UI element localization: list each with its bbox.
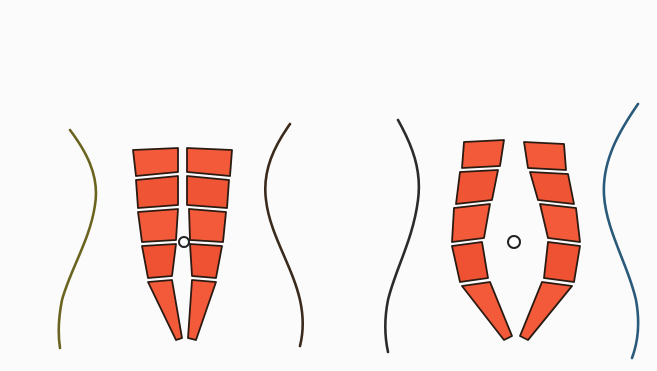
muscle-segment <box>452 242 488 282</box>
muscle-segment <box>187 148 232 176</box>
muscle-segment <box>188 280 216 340</box>
muscle-segment <box>452 204 490 242</box>
muscle-segment <box>138 209 178 242</box>
muscle-segment <box>190 244 222 278</box>
muscle-segment <box>189 209 226 242</box>
right-figure-right-contour <box>604 104 638 358</box>
left-figure-right-muscle-column <box>187 148 232 340</box>
left-figure-left-contour <box>59 130 96 348</box>
figure-normal-abdomen <box>59 124 303 348</box>
right-figure-left-muscle-column <box>452 140 512 340</box>
muscle-segment <box>456 170 498 204</box>
figure-separated-abdomen <box>385 104 638 358</box>
muscle-segment <box>142 244 176 278</box>
left-figure-right-contour <box>265 124 302 346</box>
muscle-segment <box>148 280 182 340</box>
right-figure-left-contour <box>385 120 419 352</box>
muscle-segment <box>520 282 572 340</box>
navel-ring-icon <box>179 237 189 247</box>
muscle-segment <box>462 282 512 340</box>
muscle-segment <box>462 140 504 168</box>
muscle-segment <box>544 242 580 282</box>
muscle-segment <box>136 176 178 208</box>
navel-ring-icon <box>508 236 520 248</box>
muscle-segment <box>187 176 229 208</box>
muscle-segment <box>133 148 178 176</box>
muscle-segment <box>530 172 574 204</box>
left-figure-left-muscle-column <box>133 148 182 340</box>
muscle-segment <box>540 204 580 242</box>
muscle-segment <box>524 142 566 170</box>
right-figure-right-muscle-column <box>520 142 580 340</box>
